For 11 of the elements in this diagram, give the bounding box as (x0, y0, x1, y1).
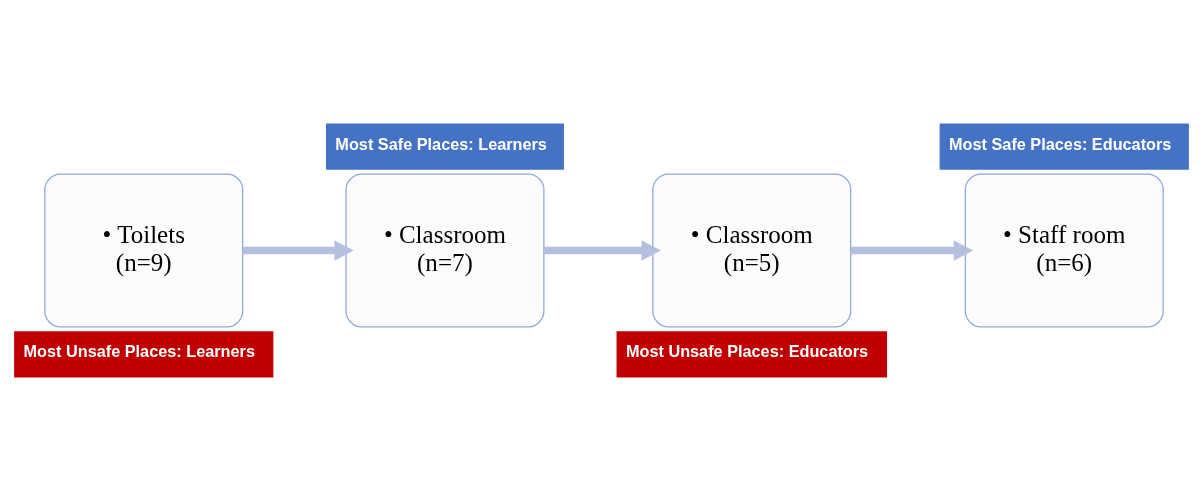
node-box: • Classroom (n=7) (345, 172, 545, 328)
node-box: • Classroom (n=5) (652, 172, 852, 328)
node-box: Most Unsafe Places: Learners (14, 330, 274, 378)
node-box: Most Safe Places: Learners (325, 122, 564, 170)
node-box: • Staff room (n=6) (964, 172, 1164, 328)
node-box: Most Unsafe Places: Educators (616, 330, 888, 378)
arrow (851, 239, 974, 261)
node-box: Most Safe Places: Educators (939, 122, 1189, 170)
arrow (544, 239, 661, 261)
node-box: • Toilets (n=9) (44, 172, 244, 328)
arrow (242, 239, 354, 261)
